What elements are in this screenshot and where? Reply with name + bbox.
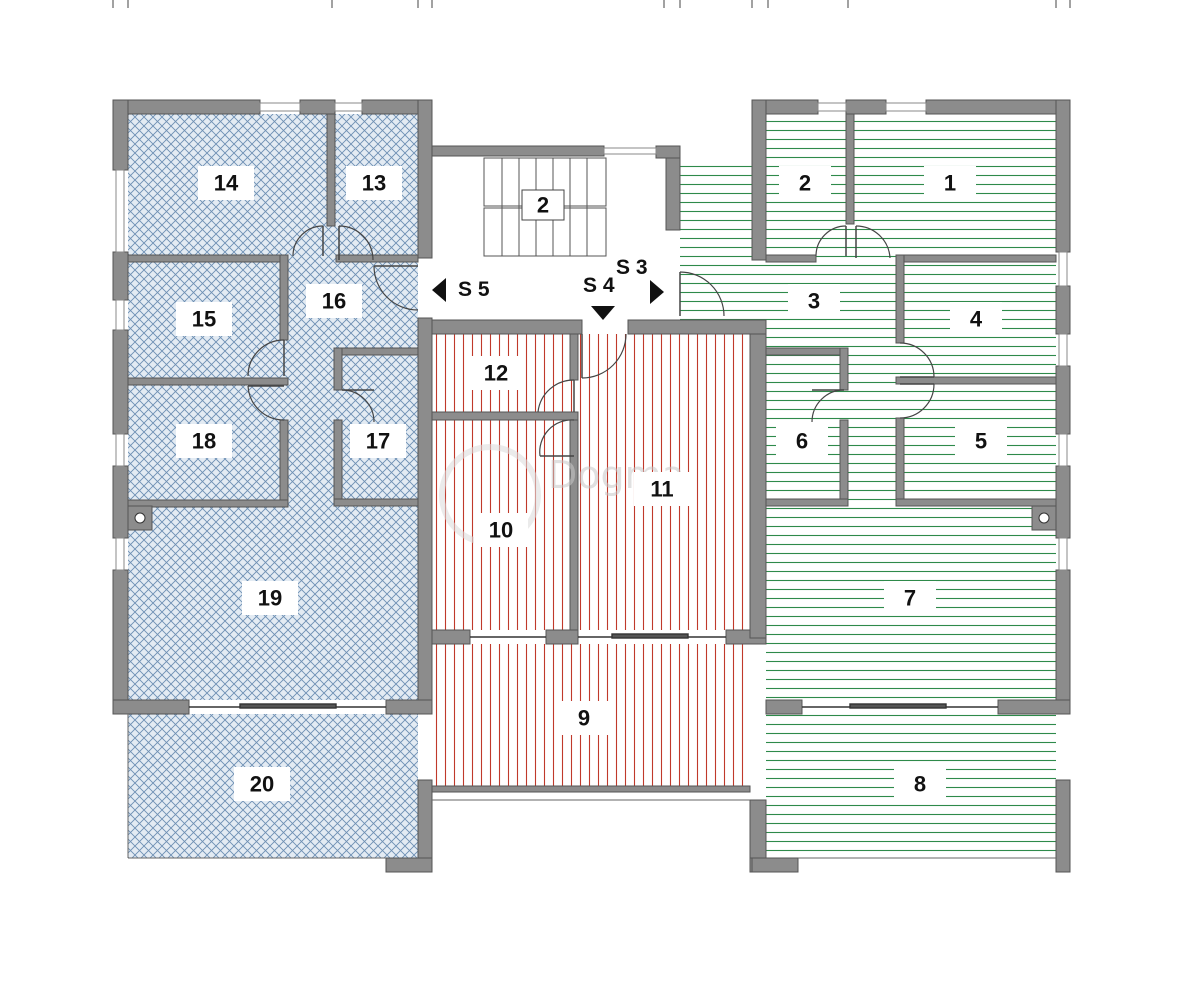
right-arrow-icon: [650, 280, 664, 304]
svg-text:11: 11: [650, 477, 673, 502]
room-label-17: 17: [350, 424, 406, 458]
svg-text:4: 4: [970, 307, 983, 332]
room-label-14: 14: [198, 166, 254, 200]
svg-text:7: 7: [904, 586, 916, 611]
entrance-label-s3: S 3: [616, 256, 648, 279]
room-label-18: 18: [176, 424, 232, 458]
room-label-3: 3: [788, 284, 840, 318]
room-label-20: 20: [234, 767, 290, 801]
down-arrow-icon: [591, 306, 615, 320]
room-label-1: 1: [924, 166, 976, 200]
svg-text:13: 13: [362, 171, 386, 196]
top-dimension-ticks: [112, 0, 1071, 8]
svg-text:9: 9: [578, 706, 590, 731]
left-arrow-icon: [432, 278, 446, 302]
entrance-markers: S 3 S 4 S 5: [432, 256, 664, 320]
svg-text:16: 16: [322, 289, 346, 314]
room-label-15: 15: [176, 302, 232, 336]
room-label-11: 11: [634, 472, 690, 506]
svg-text:20: 20: [250, 772, 274, 797]
svg-text:8: 8: [914, 772, 926, 797]
room-labels: 1 2 3 4 5 6 7 8 9 10 11 12 13 14 15 16 1…: [176, 166, 1007, 801]
room-label-9: 9: [558, 701, 610, 735]
room-label-5: 5: [955, 424, 1007, 458]
svg-text:3: 3: [808, 289, 820, 314]
svg-text:2: 2: [799, 171, 811, 196]
svg-text:19: 19: [258, 586, 282, 611]
svg-text:12: 12: [484, 361, 508, 386]
sliding-doors: [127, 633, 1056, 859]
room-label-2: 2: [779, 166, 831, 200]
room-label-stair-2: 2: [521, 189, 565, 221]
room-label-13: 13: [346, 166, 402, 200]
room-label-16: 16: [306, 284, 362, 318]
apartment-left-zone: [128, 114, 432, 858]
room-label-8: 8: [894, 767, 946, 801]
room-label-19: 19: [242, 581, 298, 615]
door-swings: [247, 225, 935, 457]
svg-text:10: 10: [489, 518, 513, 543]
entrance-label-s4: S 4: [583, 274, 615, 297]
svg-text:1: 1: [944, 171, 956, 196]
room-label-6: 6: [776, 424, 828, 458]
windows: [115, 102, 1068, 571]
room-label-12: 12: [468, 356, 524, 390]
stairwell: [432, 146, 666, 320]
svg-text:5: 5: [975, 429, 987, 454]
svg-text:2: 2: [537, 193, 549, 218]
room-label-4: 4: [950, 302, 1002, 336]
svg-text:14: 14: [214, 171, 239, 196]
room-label-10: 10: [474, 513, 528, 547]
room-label-7: 7: [884, 581, 936, 615]
apartment-right-zone: [680, 114, 1056, 858]
svg-text:18: 18: [192, 429, 216, 454]
svg-text:6: 6: [796, 429, 808, 454]
walls: [112, 99, 1071, 873]
svg-text:17: 17: [366, 429, 390, 454]
entrance-label-s5: S 5: [458, 278, 490, 301]
svg-text:15: 15: [192, 307, 216, 332]
